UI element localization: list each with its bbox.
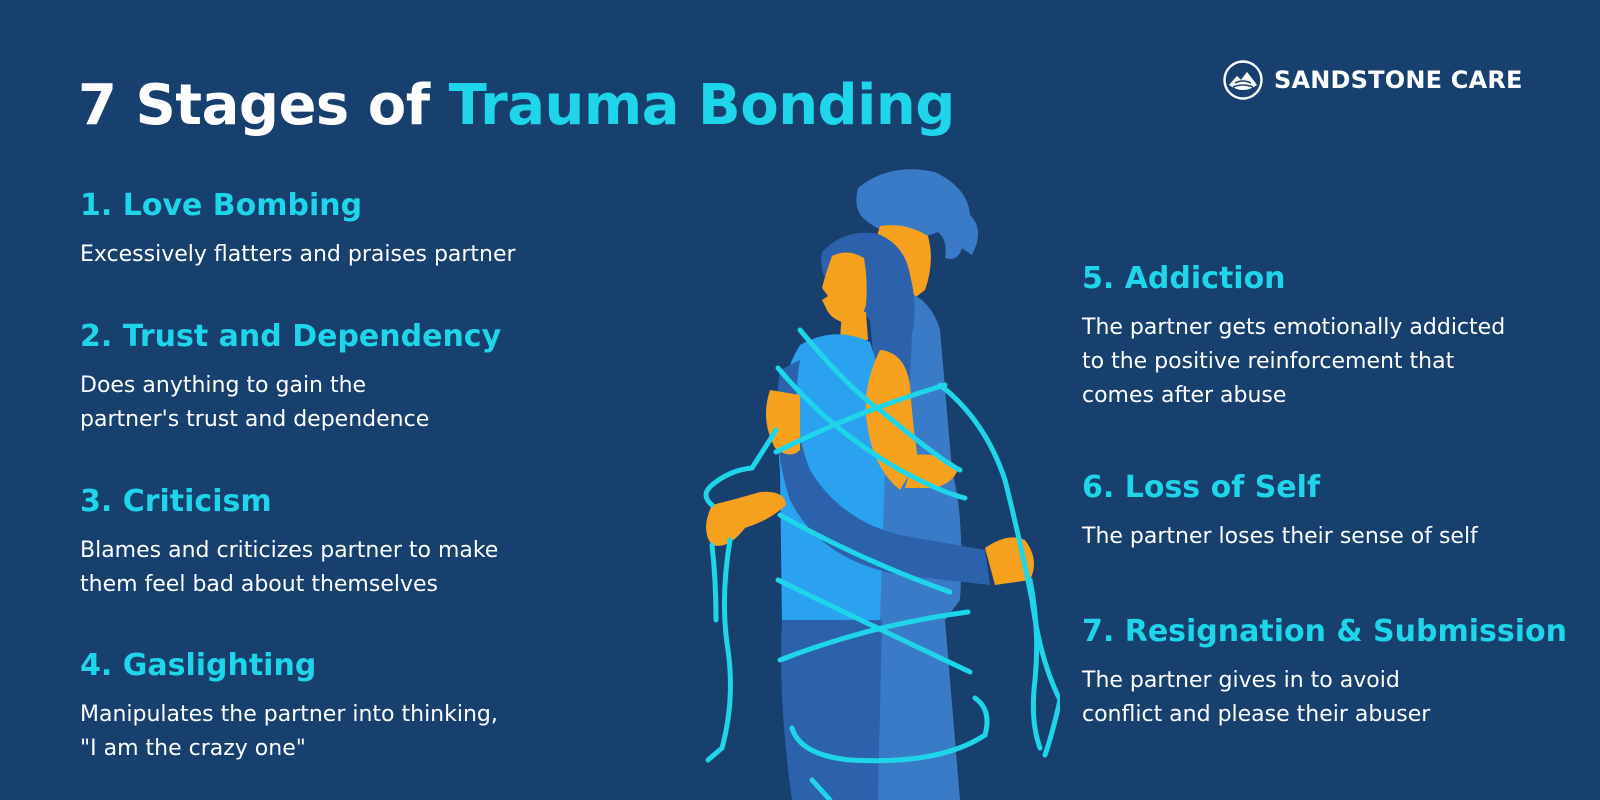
back-figure-hair: [856, 169, 979, 259]
back-figure-arm: [776, 360, 990, 585]
trauma-bond-couple-illustration: [703, 169, 1060, 800]
stage-6-loss-of-self: 6. Loss of Self The partner loses their …: [1082, 468, 1582, 554]
left-arm: [766, 390, 800, 455]
stage-title: 6. Loss of Self: [1082, 470, 1320, 505]
stage-description: Manipulates the partner into thinking, "…: [80, 702, 498, 761]
title-plain: 7 Stages of: [78, 73, 449, 138]
stage-description: Excessively flatters and praises partner: [80, 242, 516, 267]
left-hand: [706, 491, 786, 546]
rope-strands: [703, 327, 1060, 800]
stage-title: 4. Gaslighting: [80, 648, 317, 683]
stage-title: 1. Love Bombing: [80, 188, 363, 223]
stage-7-resignation-and-submission: 7. Resignation & Submission The partner …: [1082, 612, 1592, 732]
front-figure-pants: [781, 620, 882, 800]
stage-5-addiction: 5. Addiction The partner gets emotionall…: [1082, 259, 1582, 413]
stage-description: The partner gets emotionally addicted to…: [1082, 315, 1506, 408]
title-accent: Trauma Bonding: [448, 73, 956, 138]
stage-description: The partner gives in to avoid conflict a…: [1082, 668, 1431, 727]
stage-title: 5. Addiction: [1082, 261, 1286, 296]
stage-3-criticism: 3. Criticism Blames and criticizes partn…: [80, 482, 600, 602]
stage-description: Blames and criticizes partner to make th…: [80, 538, 499, 597]
page-title: 7 Stages of Trauma Bonding: [78, 70, 955, 142]
brand-logo: SANDSTONE CARE: [1222, 58, 1523, 102]
stage-1-love-bombing: 1. Love Bombing Excessively flatters and…: [80, 186, 600, 272]
stage-title: 7. Resignation & Submission: [1082, 614, 1567, 649]
stage-description: The partner loses their sense of self: [1082, 524, 1478, 549]
stage-4-gaslighting: 4. Gaslighting Manipulates the partner i…: [80, 646, 600, 766]
stage-description: Does anything to gain the partner's trus…: [80, 373, 430, 432]
brand-name: SANDSTONE CARE: [1274, 66, 1523, 94]
stage-2-trust-and-dependency: 2. Trust and Dependency Does anything to…: [80, 317, 600, 437]
front-figure-neck: [840, 310, 868, 340]
sandstone-mountain-icon: [1223, 60, 1263, 100]
stage-title: 2. Trust and Dependency: [80, 319, 502, 354]
front-figure-face: [822, 252, 867, 330]
stage-title: 3. Criticism: [80, 484, 272, 519]
